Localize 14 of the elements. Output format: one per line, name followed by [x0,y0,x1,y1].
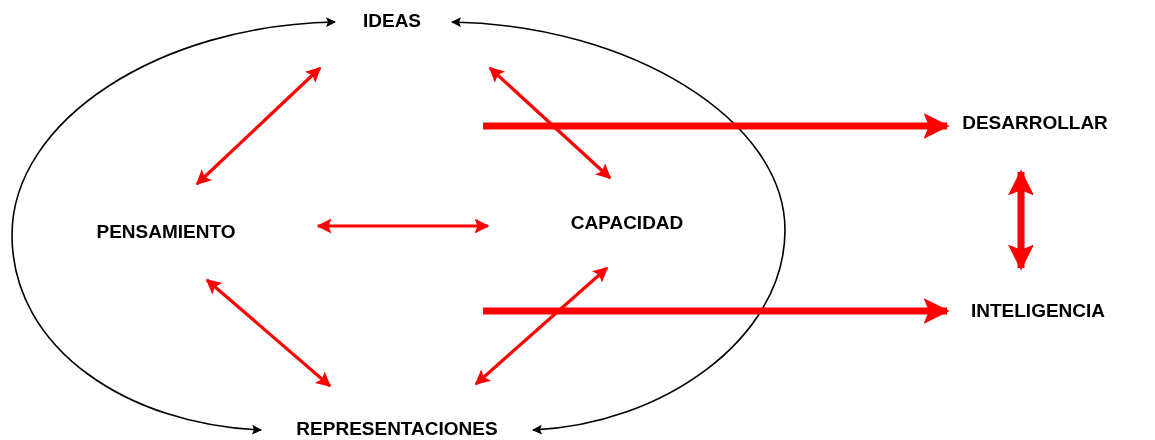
arrow [488,66,612,180]
node-label: IDEAS [362,10,422,32]
node-label: REPRESENTACIONES [296,418,498,440]
node-label: DESARROLLAR [962,112,1108,134]
arrow [11,17,336,435]
arrow [474,266,609,386]
arrow [316,218,490,234]
arrow [205,278,332,388]
node-label: CAPACIDAD [570,212,684,234]
arrow [195,66,322,186]
arrow [451,17,786,435]
node-label: PENSAMIENTO [96,221,236,243]
node-label: INTELIGENCIA [970,300,1106,322]
arrow [1008,169,1034,271]
